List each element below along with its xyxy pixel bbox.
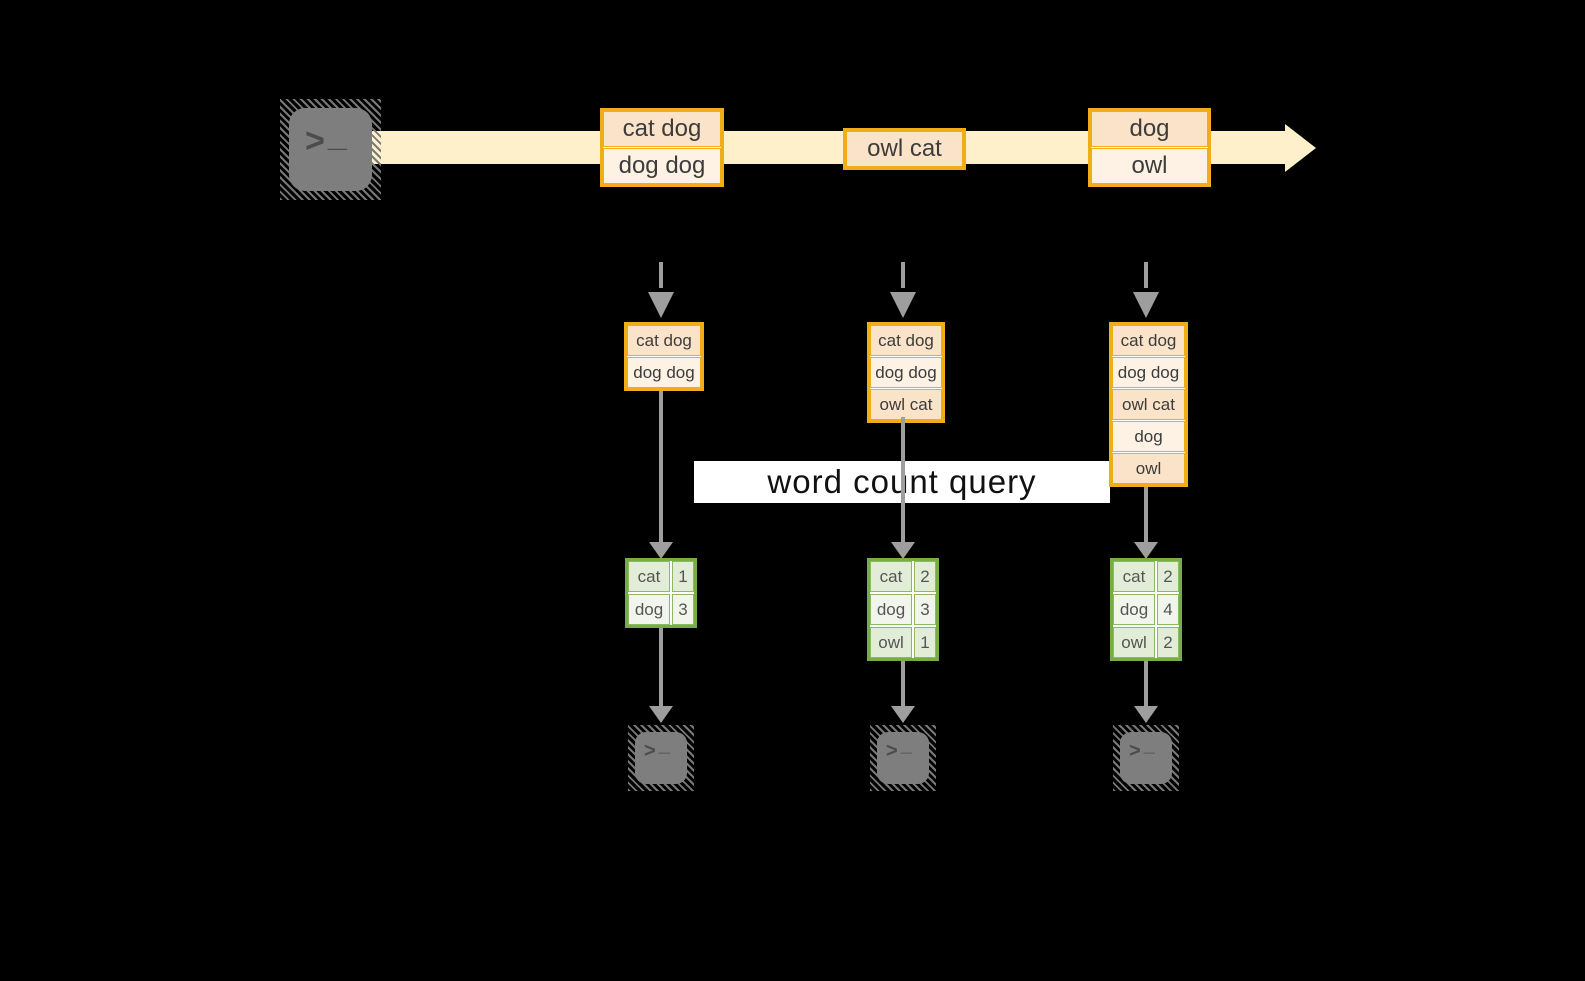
buffer-item: owl cat — [1112, 389, 1185, 420]
prompt-chevron: > — [886, 740, 898, 762]
dashed-arrow-head-icon — [890, 292, 916, 318]
flow-arrow-head-icon — [1134, 706, 1158, 723]
batch-item: cat dog — [603, 111, 721, 147]
count-table-3: cat 2 dog 4 owl 2 — [1110, 558, 1182, 661]
flow-arrow-head-icon — [1134, 542, 1158, 559]
buffer-item: cat dog — [870, 325, 942, 356]
flow-arrow-head-icon — [649, 706, 673, 723]
terminal-icon: > _ — [280, 99, 381, 200]
flow-arrow-shaft — [901, 417, 905, 543]
flow-arrow-head-icon — [649, 542, 673, 559]
batch-item: owl — [1091, 148, 1208, 184]
count-value: 1 — [672, 561, 694, 592]
buffer-item: dog dog — [870, 357, 942, 388]
count-value: 2 — [1157, 561, 1179, 592]
count-value: 2 — [914, 561, 936, 592]
dashed-arrow-head-icon — [1133, 292, 1159, 318]
prompt-chevron: > — [644, 740, 656, 762]
dashed-arrow-shaft — [1144, 262, 1148, 288]
buffer-item: cat dog — [627, 325, 701, 356]
terminal-icon: > _ — [1113, 725, 1179, 791]
count-table-2: cat 2 dog 3 owl 1 — [867, 558, 939, 661]
buffer-item: dog — [1112, 421, 1185, 452]
count-table-1: cat 1 dog 3 — [625, 558, 697, 628]
buffer-item: owl — [1112, 453, 1185, 484]
dashed-arrow-shaft — [659, 262, 663, 288]
prompt-cursor: _ — [1143, 734, 1155, 756]
stream-batch-1: cat dog dog dog — [600, 108, 724, 187]
terminal-screen: > _ — [635, 732, 687, 784]
dashed-arrow-head-icon — [648, 292, 674, 318]
flow-arrow-shaft — [659, 624, 663, 707]
flow-arrow-head-icon — [891, 706, 915, 723]
flow-arrow-shaft — [1144, 655, 1148, 707]
terminal-screen: > _ — [289, 108, 372, 191]
terminal-icon: > _ — [628, 725, 694, 791]
dashed-arrow-shaft — [901, 262, 905, 288]
count-word: cat — [628, 561, 670, 592]
buffer-item: cat dog — [1112, 325, 1185, 356]
buffer-stack-1: cat dog dog dog — [624, 322, 704, 391]
prompt-chevron: > — [305, 122, 325, 160]
batch-item: owl cat — [846, 131, 963, 167]
count-value: 1 — [914, 627, 936, 658]
count-word: dog — [1113, 594, 1155, 625]
flow-arrow-shaft — [659, 387, 663, 543]
count-value: 3 — [914, 594, 936, 625]
count-word: dog — [870, 594, 912, 625]
terminal-icon: > _ — [870, 725, 936, 791]
buffer-stack-2: cat dog dog dog owl cat — [867, 322, 945, 423]
flow-arrow-shaft — [1144, 477, 1148, 543]
stream-batch-3: dog owl — [1088, 108, 1211, 187]
flow-arrow-shaft — [901, 655, 905, 707]
stream-batch-2: owl cat — [843, 128, 966, 170]
count-value: 2 — [1157, 627, 1179, 658]
terminal-prompt: > _ — [1129, 734, 1155, 763]
count-value: 3 — [672, 594, 694, 625]
prompt-cursor: _ — [327, 116, 347, 154]
prompt-chevron: > — [1129, 740, 1141, 762]
count-value: 4 — [1157, 594, 1179, 625]
prompt-cursor: _ — [900, 734, 912, 756]
batch-item: dog dog — [603, 148, 721, 184]
count-word: dog — [628, 594, 670, 625]
buffer-item: dog dog — [627, 357, 701, 388]
count-word: owl — [1113, 627, 1155, 658]
batch-item: dog — [1091, 111, 1208, 147]
terminal-prompt: > _ — [305, 116, 347, 161]
count-word: owl — [870, 627, 912, 658]
buffer-item: owl cat — [870, 389, 942, 420]
terminal-prompt: > _ — [886, 734, 912, 763]
stream-arrowhead-icon — [1285, 124, 1316, 172]
terminal-screen: > _ — [877, 732, 929, 784]
buffer-stack-3: cat dog dog dog owl cat dog owl — [1109, 322, 1188, 487]
count-word: cat — [870, 561, 912, 592]
count-word: cat — [1113, 561, 1155, 592]
terminal-screen: > _ — [1120, 732, 1172, 784]
flow-arrow-head-icon — [891, 542, 915, 559]
terminal-prompt: > _ — [644, 734, 670, 763]
buffer-item: dog dog — [1112, 357, 1185, 388]
prompt-cursor: _ — [658, 734, 670, 756]
